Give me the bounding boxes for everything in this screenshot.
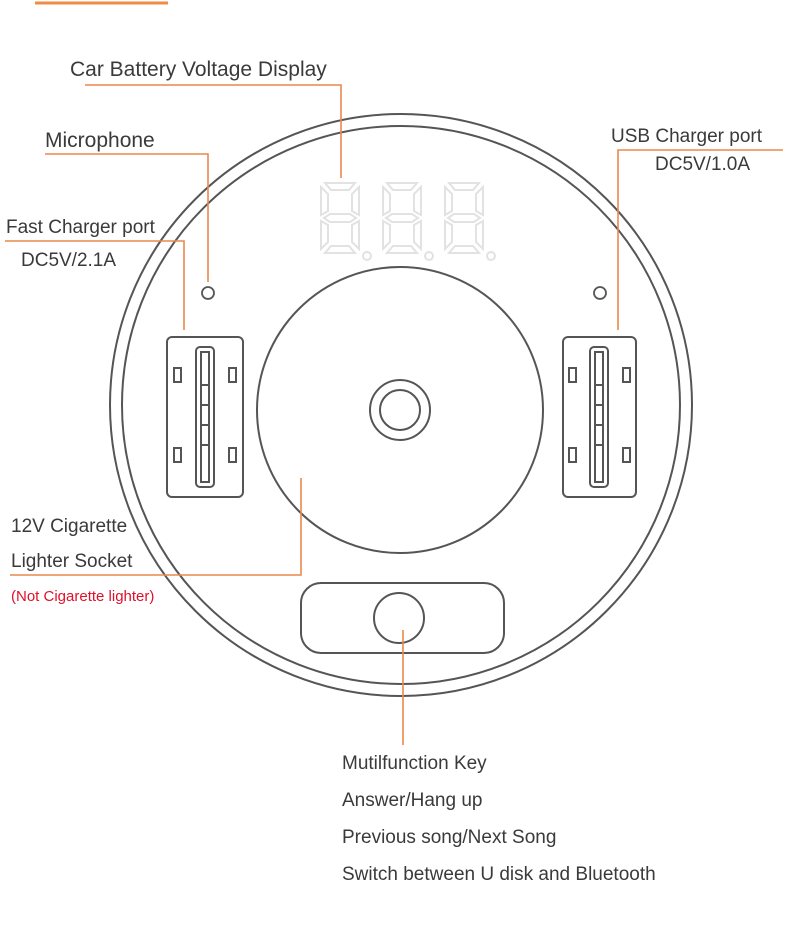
display-digit bbox=[382, 182, 434, 261]
leader-fast-port bbox=[5, 240, 185, 330]
fast-charger-port bbox=[166, 336, 244, 498]
socket-center-contact bbox=[369, 379, 431, 441]
label-voltage-display: Car Battery Voltage Display bbox=[70, 58, 327, 81]
label-fast-port: Fast Charger port bbox=[6, 217, 155, 238]
leader-microphone bbox=[45, 153, 209, 282]
leader-usb-port bbox=[617, 149, 783, 330]
label-key-func1: Answer/Hang up bbox=[342, 790, 483, 811]
leader-socket bbox=[10, 478, 302, 576]
label-socket-line1: 12V Cigarette bbox=[11, 516, 128, 537]
leader-voltage bbox=[85, 84, 342, 178]
leader-lines bbox=[5, 84, 783, 745]
microphone-hole bbox=[201, 286, 215, 300]
usb-charger-port bbox=[562, 336, 637, 498]
label-socket-note: (Not Cigarette lighter) bbox=[11, 588, 155, 605]
label-key-func3: Switch between U disk and Bluetooth bbox=[342, 864, 656, 885]
indicator-hole bbox=[593, 286, 607, 300]
label-usb-port-spec: DC5V/1.0A bbox=[655, 154, 751, 175]
label-microphone: Microphone bbox=[45, 129, 155, 152]
device-body bbox=[109, 113, 693, 697]
cigarette-socket bbox=[256, 266, 544, 554]
voltage-display bbox=[320, 182, 496, 261]
label-socket-line2: Lighter Socket bbox=[11, 551, 133, 572]
display-digit bbox=[444, 182, 496, 261]
label-key-func2: Previous song/Next Song bbox=[342, 827, 557, 848]
display-digit bbox=[320, 182, 372, 261]
label-fast-port-spec: DC5V/2.1A bbox=[21, 250, 117, 271]
label-key-title: Mutilfunction Key bbox=[342, 753, 487, 774]
label-usb-port: USB Charger port bbox=[611, 126, 763, 147]
